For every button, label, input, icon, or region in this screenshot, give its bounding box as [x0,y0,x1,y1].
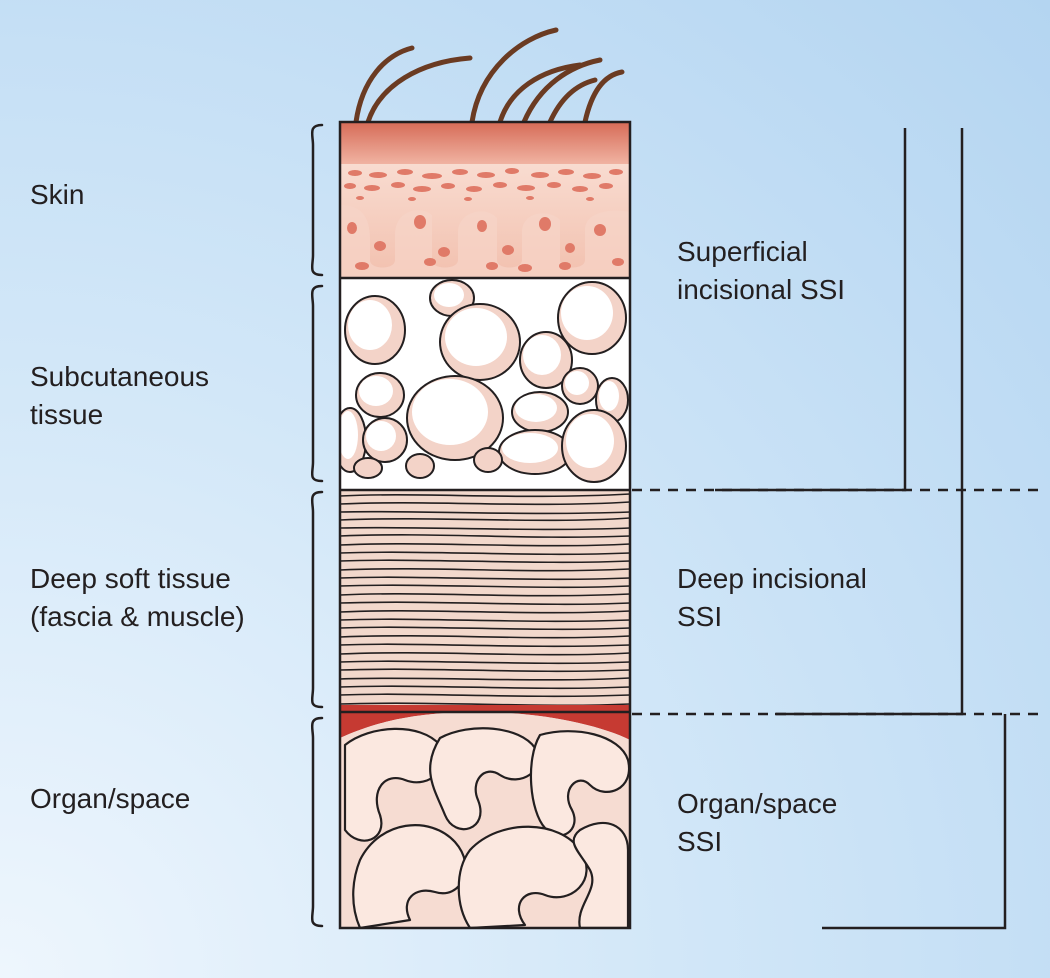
label-organ-space: Organ/space [30,783,191,814]
brace-organ [310,716,324,928]
organ-bracket [822,714,1007,930]
organ-layer [340,712,630,928]
blood-lining [340,705,630,740]
label-superficial-incisional-ssi: Superficial incisional SSI [677,236,846,305]
brace-subcutaneous [310,284,324,483]
muscle-layer [340,490,630,712]
hair-strands [353,27,625,125]
brace-deep [310,490,324,709]
column-outline [338,120,632,930]
brace-skin [310,123,324,277]
label-organ-space-ssi: Organ/space SSI [677,788,838,857]
subcutaneous-fat-layer [340,278,630,490]
label-skin: Skin [30,179,85,210]
superficial-bracket [715,128,907,492]
ssi-bracket-lines [632,128,1045,930]
label-subcutaneous-tissue: Subcutaneous tissue [30,361,210,430]
skin-layer [340,122,630,278]
label-deep-soft-tissue: Deep soft tissue (fascia & muscle) [30,563,245,632]
label-deep-incisional-ssi: Deep incisional SSI [677,563,867,632]
left-braces [310,123,324,928]
